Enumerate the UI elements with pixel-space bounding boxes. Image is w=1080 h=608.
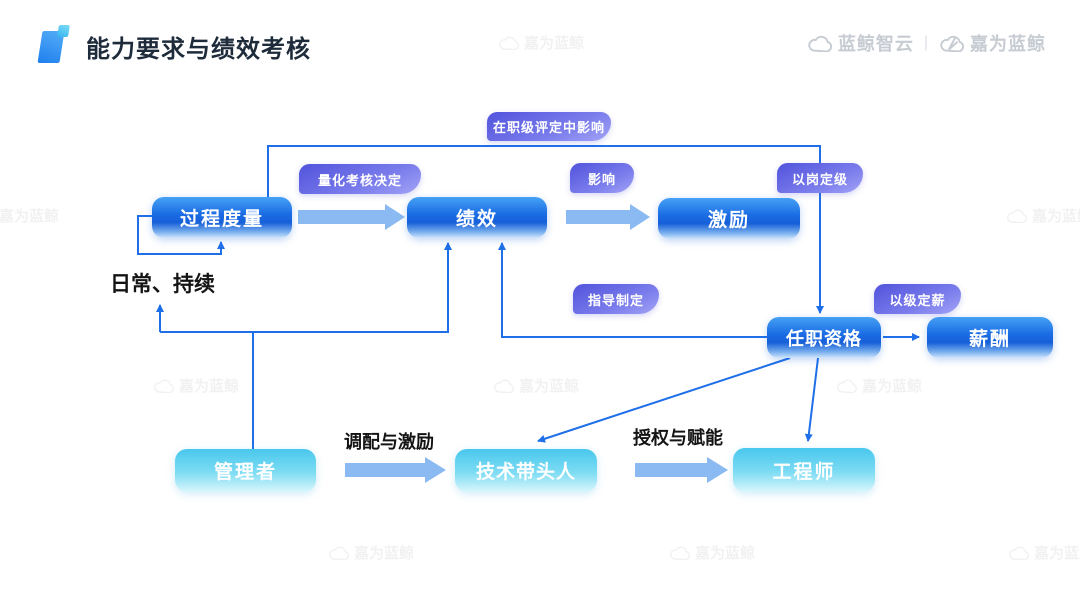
watermark-text: 嘉为蓝鲸 bbox=[179, 378, 240, 395]
node-manager: 管理者 bbox=[175, 449, 316, 492]
pill-quant-decide: 量化考核决定 bbox=[299, 164, 421, 194]
watermark: 嘉为蓝鲸 bbox=[497, 32, 584, 53]
cloud-icon bbox=[670, 546, 690, 560]
watermark: 嘉为蓝鲸 bbox=[835, 375, 922, 396]
watermark: 嘉为蓝鲸 bbox=[327, 542, 414, 563]
page-title: 能力要求与绩效考核 bbox=[86, 36, 311, 63]
logo-bk-cloud-text: 蓝鲸智云 bbox=[837, 34, 914, 54]
label-daily-continuous: 日常、持续 bbox=[110, 273, 215, 296]
watermark-text: 嘉为蓝鲸 bbox=[1032, 208, 1080, 225]
cloud-icon bbox=[1007, 209, 1027, 223]
pill-grade-salary: 以级定薪 bbox=[874, 284, 961, 314]
watermark-text: 嘉为蓝鲸 bbox=[524, 35, 585, 52]
line-qualification-to-engineer bbox=[804, 357, 819, 442]
watermark-text: 嘉为蓝鲸 bbox=[862, 378, 923, 395]
cloud-icon bbox=[499, 36, 519, 50]
pill-influence: 影响 bbox=[570, 163, 634, 193]
watermark-text: 嘉为蓝鲸 bbox=[354, 545, 415, 562]
arrow-techlead-to-engineer bbox=[635, 457, 728, 483]
arrow-performance-to-incentive bbox=[566, 204, 650, 230]
watermark: 嘉为蓝鲸 bbox=[0, 205, 59, 226]
watermark: 嘉为蓝鲸 bbox=[668, 542, 755, 563]
pill-post-grade: 以岗定级 bbox=[777, 163, 863, 193]
watermark-text: 嘉为蓝鲸 bbox=[0, 208, 60, 225]
watermark: 嘉为蓝鲸 bbox=[1007, 542, 1080, 563]
slide-header: 能力要求与绩效考核 蓝鲸智云 | 嘉为蓝鲸 bbox=[0, 0, 1080, 78]
label-empower: 授权与赋能 bbox=[633, 428, 723, 448]
watermark: 嘉为蓝鲸 bbox=[1005, 205, 1080, 226]
node-performance: 绩效 bbox=[407, 197, 547, 238]
cloud-icon bbox=[837, 379, 857, 393]
cloud-icon bbox=[940, 35, 964, 52]
logo-canway-text: 嘉为蓝鲸 bbox=[970, 34, 1046, 54]
pill-guide-make: 指导制定 bbox=[573, 284, 659, 314]
cloud-icon bbox=[329, 546, 349, 560]
node-tech-lead: 技术带头人 bbox=[455, 449, 597, 492]
title-marker-small bbox=[57, 25, 70, 37]
line-top-route bbox=[267, 145, 824, 314]
pill-rank-influence: 在职级评定中影响 bbox=[487, 112, 611, 141]
cloud-icon bbox=[808, 35, 832, 52]
title-marker-icon bbox=[37, 25, 74, 67]
arrow-manager-to-techlead bbox=[345, 457, 446, 483]
cloud-icon bbox=[154, 379, 174, 393]
brand-logos: 蓝鲸智云 | 嘉为蓝鲸 bbox=[806, 30, 1046, 56]
watermark: 嘉为蓝鲸 bbox=[152, 375, 239, 396]
node-qualification: 任职资格 bbox=[767, 317, 881, 358]
line-qualification-to-performance bbox=[498, 242, 767, 338]
line-self-loop bbox=[137, 215, 225, 255]
node-incentive: 激励 bbox=[658, 198, 800, 239]
node-process-measure: 过程度量 bbox=[152, 197, 292, 238]
line-qualification-to-techlead bbox=[537, 357, 791, 443]
node-engineer: 工程师 bbox=[733, 448, 875, 492]
watermark-text: 嘉为蓝鲸 bbox=[695, 545, 756, 562]
cloud-icon bbox=[494, 379, 514, 393]
arrow-process-to-performance bbox=[298, 204, 405, 230]
cloud-icon bbox=[1009, 546, 1029, 560]
logo-canway: 嘉为蓝鲸 bbox=[938, 30, 1046, 56]
line-loop-to-performance bbox=[160, 242, 452, 333]
logo-divider: | bbox=[923, 34, 928, 51]
logo-bk-cloud: 蓝鲸智云 bbox=[806, 30, 914, 56]
label-allocate-incentive: 调配与激励 bbox=[344, 432, 434, 452]
watermark-text: 嘉为蓝鲸 bbox=[519, 378, 580, 395]
node-salary: 薪酬 bbox=[927, 317, 1053, 358]
watermark: 嘉为蓝鲸 bbox=[492, 375, 579, 396]
watermark-text: 嘉为蓝鲸 bbox=[1034, 545, 1080, 562]
